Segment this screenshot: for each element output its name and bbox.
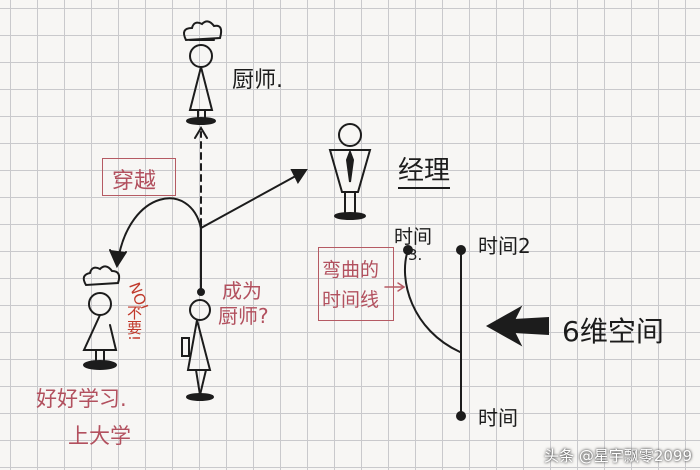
big-arrow-left-icon [485,305,549,347]
pink-pointer-icon [397,282,406,292]
time-travel-box [102,158,176,196]
arrow-right-icon [290,169,308,184]
time-label: 时间 [478,406,518,430]
dont-label: 不要! [125,305,143,342]
six-d-space-label: 6维空间 [562,315,664,348]
time-travel-label: 穿越 [112,169,157,194]
arrow-down-icon [109,249,127,269]
manager-figure [328,123,372,220]
curved-timeline-label-2: 时间线 [322,289,380,311]
university-label: 上大学 [68,424,131,448]
curved-timeline-box [318,247,394,321]
curved-timeline [404,249,461,353]
chef-figure [183,20,223,125]
kid-chef-figure [82,265,121,370]
arrow-up-icon [194,126,208,139]
time3-label: 时间 [394,226,433,248]
arrow-to-manager [200,171,304,229]
study-label: 好好学习. [36,387,127,411]
become-chef-label-1: 成为 [222,279,262,303]
watermark: 头条 @星宇飘零2099 [544,447,692,465]
manager-label: 经理 [398,150,451,189]
time3-number: 3. [408,246,423,264]
trunk-dot [197,288,205,296]
time2-label: 时间2 [478,234,531,258]
curved-timeline-label-1: 弯曲的 [322,259,380,281]
curved-arrow [117,197,202,261]
chef-label: 厨师. [232,68,283,93]
time-dot [456,411,466,421]
become-chef-label-2: 厨师? [218,304,269,328]
student-figure [181,299,214,401]
